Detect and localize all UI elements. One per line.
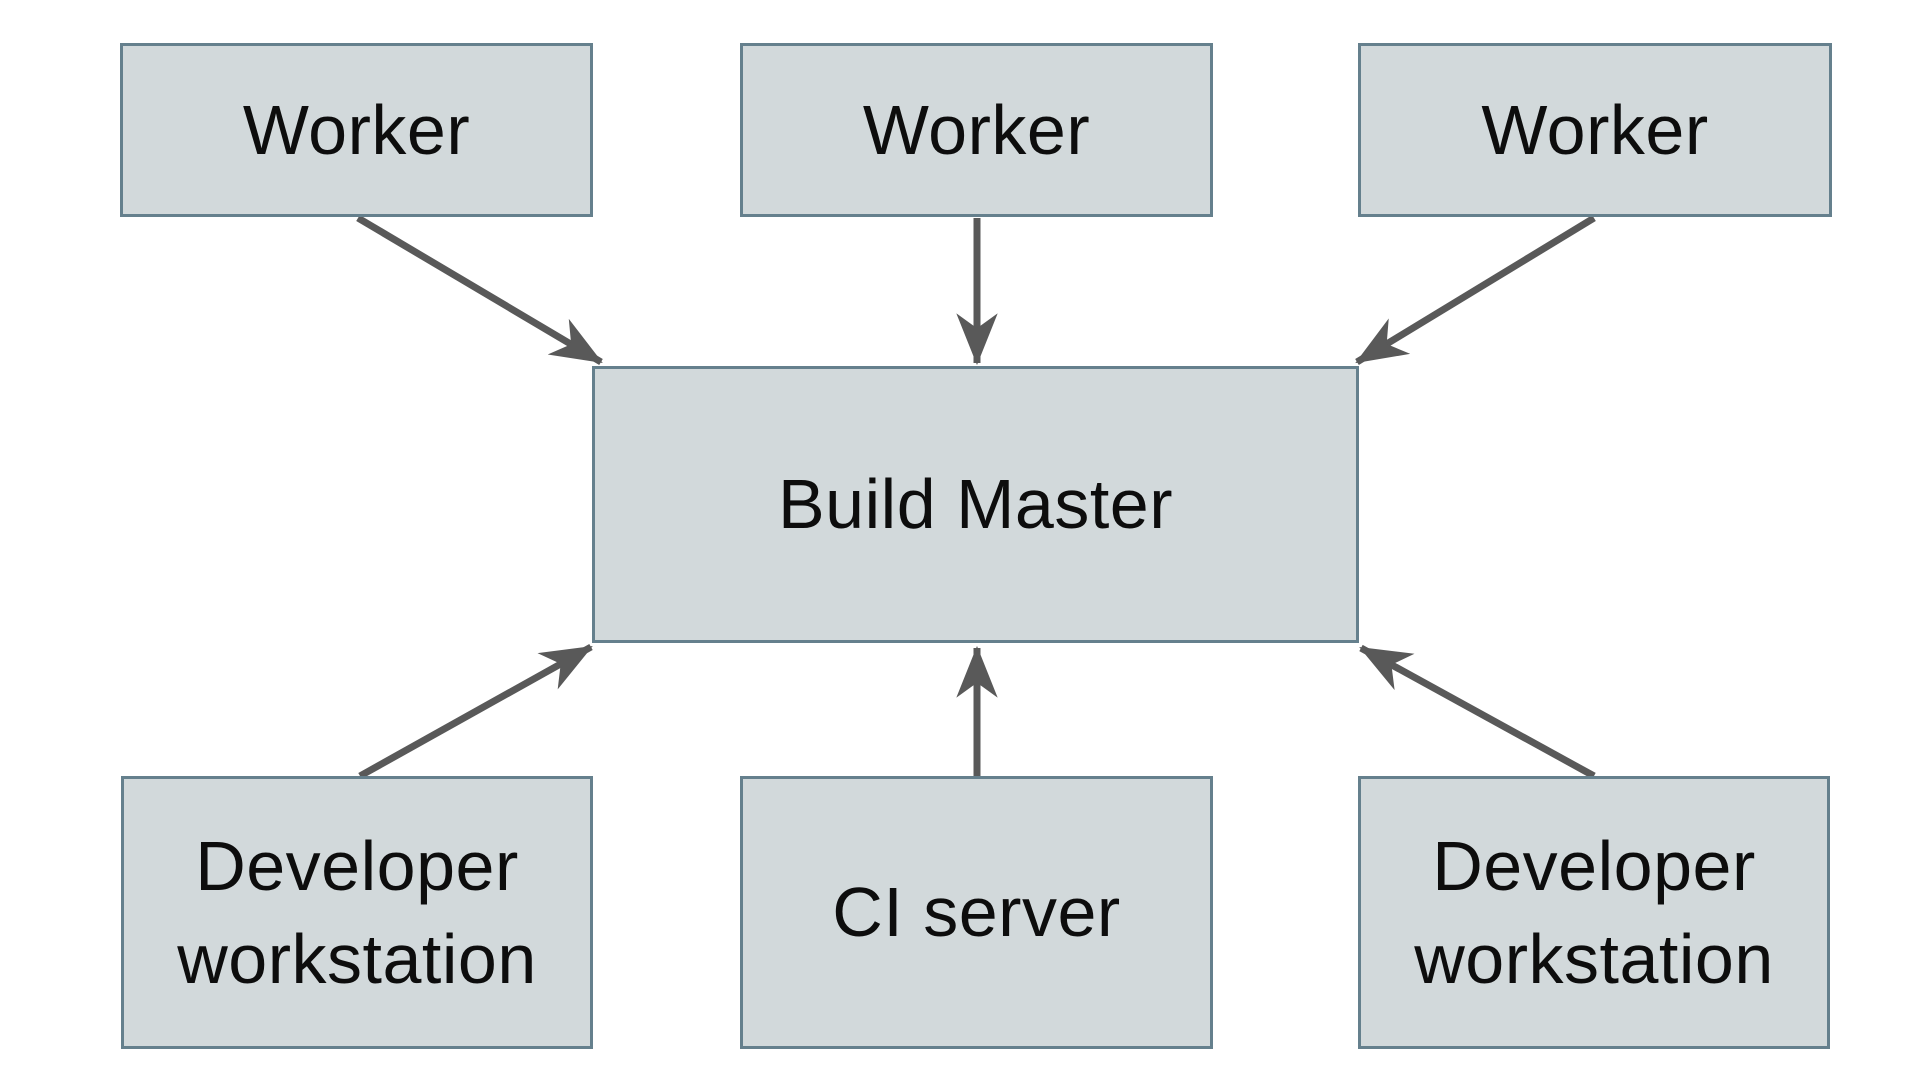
node-developer-workstation-1-label: Developer workstation bbox=[177, 827, 537, 998]
connector-arrow-developer-workstation-1-to-build-master[interactable] bbox=[358, 643, 593, 780]
node-developer-workstation-2[interactable]: Developer workstation bbox=[1358, 776, 1830, 1049]
connector-arrow-worker-3-to-build-master[interactable] bbox=[1355, 215, 1596, 365]
node-build-master-label: Build Master bbox=[777, 465, 1174, 544]
node-developer-workstation-2-label: Developer workstation bbox=[1414, 827, 1774, 998]
node-worker-2[interactable]: Worker bbox=[740, 43, 1213, 217]
node-worker-3-label: Worker bbox=[1481, 90, 1709, 169]
connector-arrow-developer-workstation-2-to-build-master[interactable] bbox=[1359, 644, 1596, 780]
node-worker-1-label: Worker bbox=[242, 90, 471, 169]
node-developer-workstation-1[interactable]: Developer workstation bbox=[121, 776, 593, 1049]
node-worker-2-label: Worker bbox=[862, 90, 1091, 169]
node-ci-server-label: CI server bbox=[832, 873, 1121, 952]
connector-arrow-worker-1-to-build-master[interactable] bbox=[356, 214, 603, 366]
node-worker-1[interactable]: Worker bbox=[120, 43, 593, 217]
node-build-master[interactable]: Build Master bbox=[592, 366, 1359, 643]
node-worker-3[interactable]: Worker bbox=[1358, 43, 1832, 217]
node-ci-server[interactable]: CI server bbox=[740, 776, 1213, 1049]
